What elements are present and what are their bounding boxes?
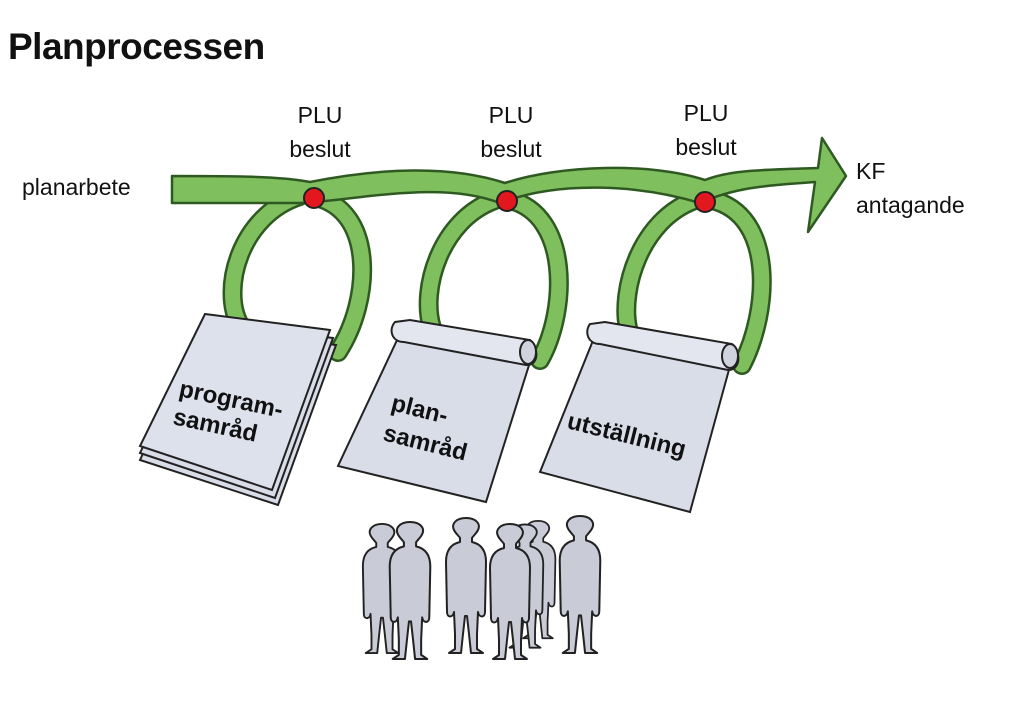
- decision-dot-1: [303, 187, 325, 209]
- person: [388, 520, 432, 661]
- decision-label-line1: PLU: [297, 102, 343, 128]
- document-stack-1: program- samråd: [138, 312, 338, 507]
- end-label-line1: KF: [856, 158, 886, 184]
- decision-label-2: PLU beslut: [467, 98, 555, 166]
- decision-label-line2: beslut: [675, 134, 737, 160]
- decision-dot-2: [496, 190, 518, 212]
- decision-label-line2: beslut: [480, 136, 542, 162]
- document-scroll-3: utställning: [538, 320, 740, 514]
- loop-2: [418, 190, 569, 370]
- decision-label-1: PLU beslut: [276, 98, 364, 166]
- person: [445, 517, 487, 654]
- decision-label-3: PLU beslut: [662, 96, 750, 164]
- decision-dot-3: [694, 191, 716, 213]
- decision-label-line1: PLU: [683, 100, 729, 126]
- end-label: KF antagande: [856, 154, 965, 222]
- loop-3: [616, 190, 772, 375]
- page-title: Planprocessen: [8, 26, 265, 67]
- start-label: planarbete: [22, 174, 131, 200]
- document-scroll-2: plan- samråd: [336, 318, 538, 504]
- decision-label-line1: PLU: [488, 102, 534, 128]
- end-label-line2: antagande: [856, 192, 965, 218]
- loop-1: [222, 186, 373, 362]
- person: [558, 514, 602, 655]
- decision-label-line2: beslut: [289, 136, 351, 162]
- people-group: [361, 514, 602, 661]
